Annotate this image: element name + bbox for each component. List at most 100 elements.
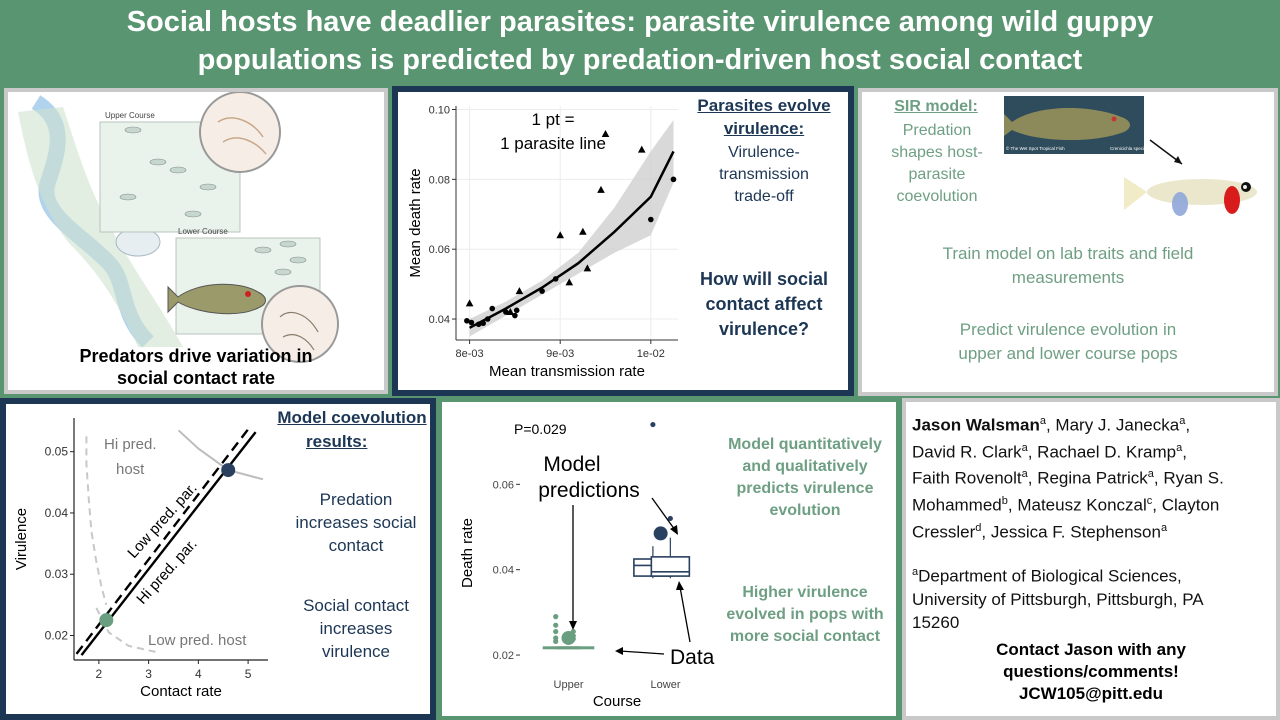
title-banner: Social hosts have deadlier parasites: pa… — [0, 0, 1280, 86]
higher-line-3: more social contact — [729, 628, 881, 645]
data-point-circle — [468, 319, 475, 326]
tradeoff-heading-2: virulence: — [723, 119, 805, 138]
data-point-triangle — [556, 231, 565, 239]
upper-outlier — [553, 638, 559, 644]
data-point-circle — [648, 216, 654, 223]
guppy-host — [1147, 179, 1257, 205]
model-arrow-2-head — [670, 525, 678, 535]
x-tick-label: 1e-02 — [637, 348, 665, 360]
data-arrow-lower — [679, 586, 691, 643]
poster-title-line-1: Social hosts have deadlier parasites: pa… — [126, 6, 1154, 38]
pike-cichlid — [167, 283, 266, 315]
y-tick-label: 0.04 — [45, 506, 69, 520]
data-point-circle — [484, 316, 491, 322]
x-tick-label: 9e-03 — [546, 348, 574, 360]
train-line-1: Train model on lab traits and field — [942, 244, 1194, 263]
green-line-4: evolution — [769, 502, 841, 519]
y-axis-label: Virulence — [13, 508, 30, 570]
tradeoff-sub-1: Virulence- — [728, 144, 800, 161]
x-tick-label: 4 — [195, 667, 202, 681]
predation-line-2: increases social — [295, 513, 417, 532]
data-point-circle — [670, 176, 677, 183]
equilibrium-point — [99, 613, 114, 628]
data-point-triangle — [515, 287, 524, 295]
hi-pred-host-label-2: host — [116, 461, 145, 478]
tradeoff-sub-2: transmission — [719, 166, 809, 183]
question-line-2: contact affect — [705, 294, 823, 314]
river-illustration: Upper Course Lower Course — [18, 92, 339, 363]
upper-outlier — [553, 628, 559, 635]
magnifier-lower — [261, 285, 339, 363]
y-tick-label: 0.05 — [45, 445, 69, 459]
data-arrow-upper-head — [615, 647, 623, 655]
x-tick-label: 5 — [245, 667, 252, 681]
predation-line-1: Predation — [319, 490, 393, 509]
green-line-3: predicts virulence — [736, 480, 874, 497]
data-arrow-lower-head — [676, 581, 684, 590]
data-point-triangle — [597, 185, 605, 193]
data-point-triangle — [579, 227, 587, 235]
higher-line-2: evolved in pops with — [726, 606, 884, 623]
x-tick-label: 2 — [96, 667, 103, 681]
data-point-circle — [513, 307, 520, 314]
x-tick-label: Upper — [554, 679, 584, 691]
lower-course-label: Lower Course — [178, 227, 228, 236]
higher-line-1: Higher virulence — [742, 584, 868, 601]
y-tick-label: 0.02 — [45, 628, 69, 642]
panel-sir-model: SIR model: Predation shapes host- parasi… — [858, 88, 1278, 396]
magnifier-upper — [199, 92, 281, 173]
tradeoff-heading-1: Parasites evolve — [697, 96, 831, 115]
equilibrium-point — [221, 463, 236, 478]
contact-email[interactable]: JCW105@pitt.edu — [1018, 684, 1164, 703]
y-axis-label: Death rate — [459, 518, 476, 588]
data-point-circle — [539, 288, 545, 294]
photo-credit-right: Crenicichla species — [1110, 146, 1150, 151]
predict-line-2: upper and lower course pops — [958, 344, 1178, 363]
social-line-2: increases — [319, 619, 393, 638]
hi-pred-host-curve — [177, 429, 264, 481]
y-tick-label: 0.02 — [493, 650, 514, 662]
model-arrow-2 — [651, 497, 676, 531]
sir-sub-1: Predation — [902, 122, 972, 139]
y-axis-label: Mean death rate — [407, 168, 424, 277]
lower-box — [650, 556, 691, 577]
data-point-triangle — [465, 299, 474, 307]
parasite-patch-red — [1224, 186, 1240, 214]
model-prediction-point — [653, 526, 668, 541]
question-line-3: virulence? — [718, 319, 810, 339]
guppy-group-lower — [254, 240, 307, 276]
data-point-triangle — [583, 264, 592, 272]
panel-authors — [902, 398, 1280, 720]
x-axis-label: Contact rate — [140, 683, 222, 700]
lower-outlier — [650, 421, 656, 428]
x-tick-label: 8e-03 — [456, 348, 484, 360]
upper-box — [556, 646, 595, 650]
tradeoff-sub-3: trade-off — [734, 188, 794, 205]
contact-line-1: Contact Jason with any — [996, 640, 1186, 659]
guppy-group-upper — [119, 126, 217, 218]
y-tick-label: 0.10 — [429, 104, 450, 116]
annotation-line-1: 1 pt = — [531, 110, 575, 129]
x-tick-label: Lower — [651, 679, 681, 691]
data-point-circle — [552, 276, 559, 282]
hi-pred-host-label-1: Hi pred. — [104, 436, 157, 453]
x-axis-label: Course — [593, 693, 641, 710]
y-tick-label: 0.03 — [45, 567, 69, 581]
x-tick-label: 3 — [145, 667, 152, 681]
photo-credit-left: © The Wet Spot Tropical Fish — [1006, 145, 1065, 151]
data-point-circle — [464, 317, 470, 324]
y-tick-label: 0.06 — [429, 244, 450, 256]
predation-line-3: contact — [328, 536, 384, 555]
panel-predator-illustration: Upper Course Lower Course Predators driv… — [4, 88, 388, 394]
sir-illustration: © The Wet Spot Tropical Fish Crenicichla… — [1004, 96, 1257, 216]
social-line-1: Social contact — [303, 596, 409, 615]
social-line-3: virulence — [321, 642, 391, 661]
question-line-1: How will social — [699, 269, 829, 289]
data-label: Data — [670, 646, 715, 669]
y-tick-label: 0.04 — [429, 314, 450, 326]
lower-outlier — [667, 515, 673, 522]
